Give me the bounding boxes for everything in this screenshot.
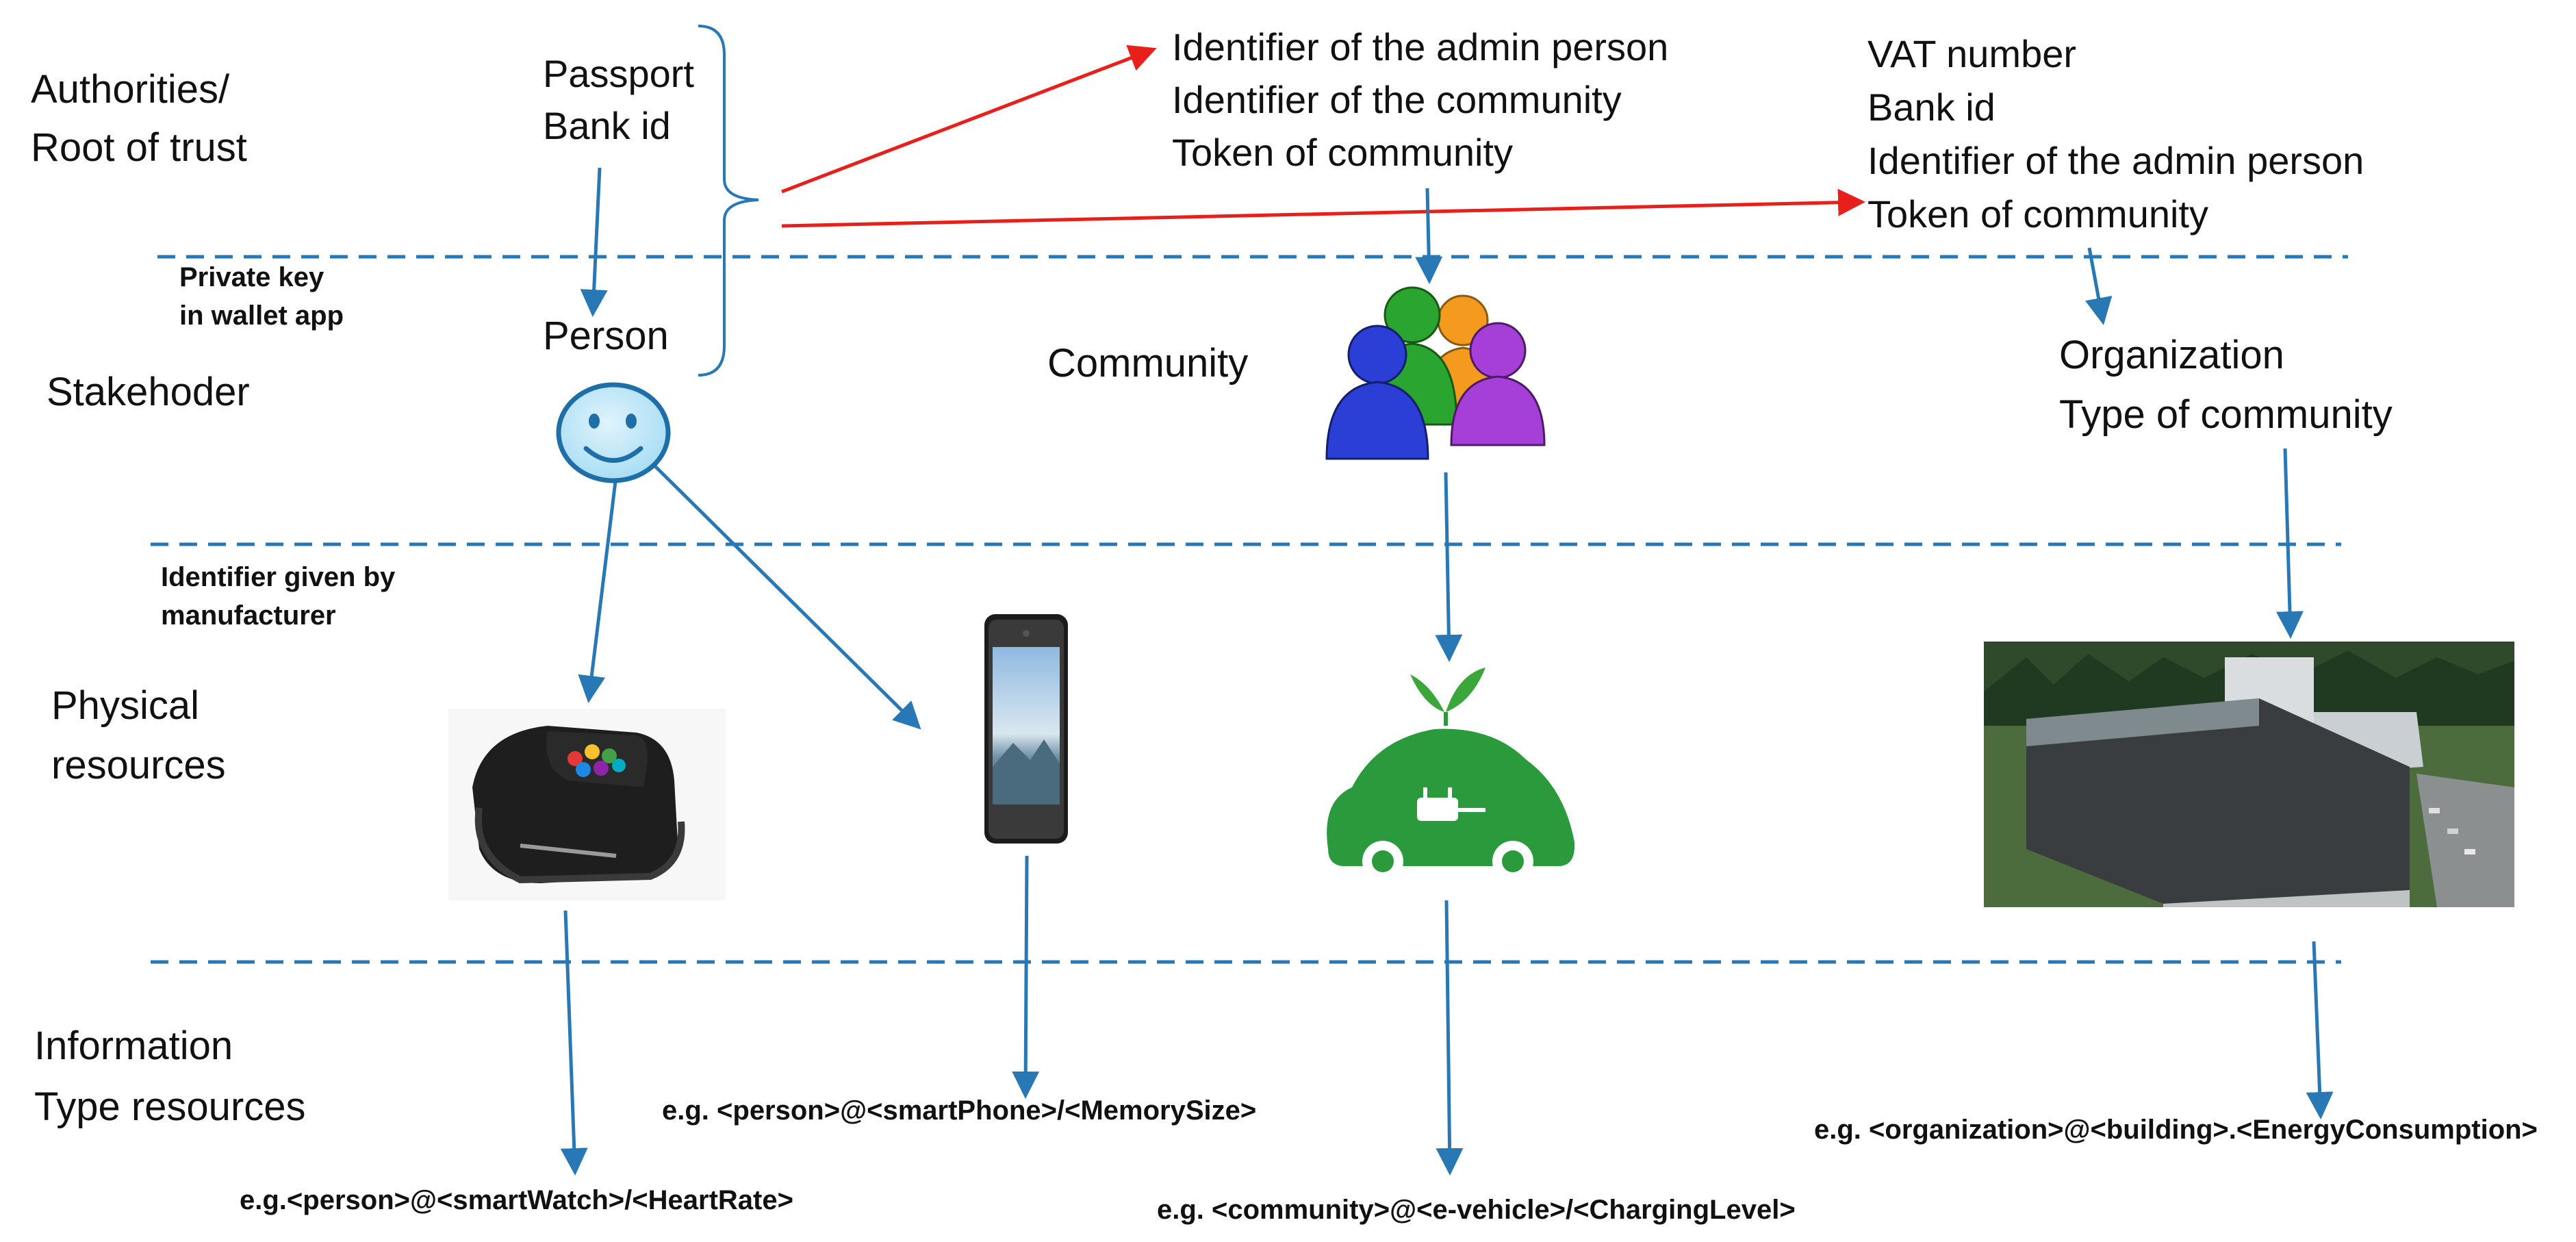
red-arrows	[781, 45, 1865, 228]
stakeholder-labels: Person Community Organization Type of co…	[543, 314, 2393, 437]
layer-stakeholder: Stakehoder	[47, 370, 250, 414]
red-arrow-to-organization	[781, 188, 1865, 228]
arrow-person-to-smartphone	[653, 464, 921, 730]
layer-notes: Private key in wallet app Identifier giv…	[161, 262, 396, 631]
stakeholder-organization-line1: Organization	[2059, 333, 2284, 377]
layer-authorities-line2: Root of trust	[31, 125, 247, 170]
note-manufacturer-line2: manufacturer	[161, 600, 336, 631]
community-trust-line1: Identifier of the admin person	[1172, 25, 1668, 68]
community-people-icon	[1325, 286, 1546, 460]
person-trust-group: Passport Bank id	[543, 25, 759, 377]
arrow-organization-to-building	[2275, 448, 2304, 639]
arrow-building-to-info	[2306, 941, 2334, 1119]
layer-authorities-line1: Authorities/	[31, 67, 230, 112]
red-arrow-to-community	[781, 45, 1157, 194]
community-trust-line3: Token of community	[1172, 131, 1513, 174]
building-photo-icon	[1984, 642, 2514, 907]
organization-trust-line1: VAT number	[1867, 32, 2076, 75]
layer-physical-line1: Physical	[51, 683, 199, 728]
layer-information-line1: Information	[34, 1024, 233, 1068]
electric-car-icon	[1327, 668, 1575, 882]
organization-trust-line3: Identifier of the admin person	[1867, 139, 2364, 182]
arrow-community-to-vehicle	[1435, 472, 1463, 662]
stakeholder-person: Person	[543, 314, 669, 358]
layer-physical-line2: resources	[51, 743, 226, 787]
layer-separators	[151, 255, 2348, 964]
brace-icon	[698, 25, 759, 377]
organization-trust-group: VAT number Bank id Identifier of the adm…	[1867, 32, 2364, 236]
example-vehicle: e.g. <community>@<e-vehicle>/<ChargingLe…	[1157, 1195, 1796, 1225]
person-trust-line1: Passport	[543, 52, 694, 95]
note-private-key-line1: Private key	[179, 262, 324, 292]
person-trust-line2: Bank id	[543, 104, 671, 147]
smiley-icon	[556, 382, 671, 483]
community-trust-line2: Identifier of the community	[1172, 78, 1622, 121]
organization-trust-line2: Bank id	[1867, 86, 1995, 129]
stakeholder-community: Community	[1047, 341, 1248, 385]
community-trust-group: Identifier of the admin person Identifie…	[1172, 25, 1668, 174]
example-smartwatch: e.g.<person>@<smartWatch>/<HeartRate>	[240, 1185, 793, 1215]
arrow-vehicle-to-info	[1436, 900, 1464, 1176]
blue-arrows	[560, 167, 2334, 1176]
arrow-trust-to-person	[580, 167, 608, 317]
example-smartphone: e.g. <person>@<smartPhone>/<MemorySize>	[662, 1095, 1256, 1126]
arrow-smartwatch-to-info	[560, 910, 588, 1176]
arrow-trust-to-community	[1415, 188, 1443, 284]
arrow-trust-to-organization	[2084, 247, 2113, 325]
example-building: e.g. <organization>@<building>.<EnergyCo…	[1814, 1115, 2538, 1145]
information-examples: e.g.<person>@<smartWatch>/<HeartRate> e.…	[240, 1095, 2538, 1225]
arrow-person-to-smartwatch	[578, 475, 618, 703]
smartphone-icon	[984, 614, 1068, 844]
arrow-smartphone-to-info	[1012, 855, 1040, 1099]
stakeholder-organization-line2: Type of community	[2059, 392, 2393, 437]
smartwatch-icon	[448, 709, 726, 900]
organization-trust-line4: Token of community	[1867, 192, 2208, 236]
note-manufacturer-line1: Identifier given by	[161, 562, 396, 592]
note-private-key-line2: in wallet app	[179, 301, 344, 331]
layer-labels: Authorities/ Root of trust Stakehoder Ph…	[31, 67, 306, 1129]
layer-information-line2: Type resources	[34, 1085, 306, 1129]
